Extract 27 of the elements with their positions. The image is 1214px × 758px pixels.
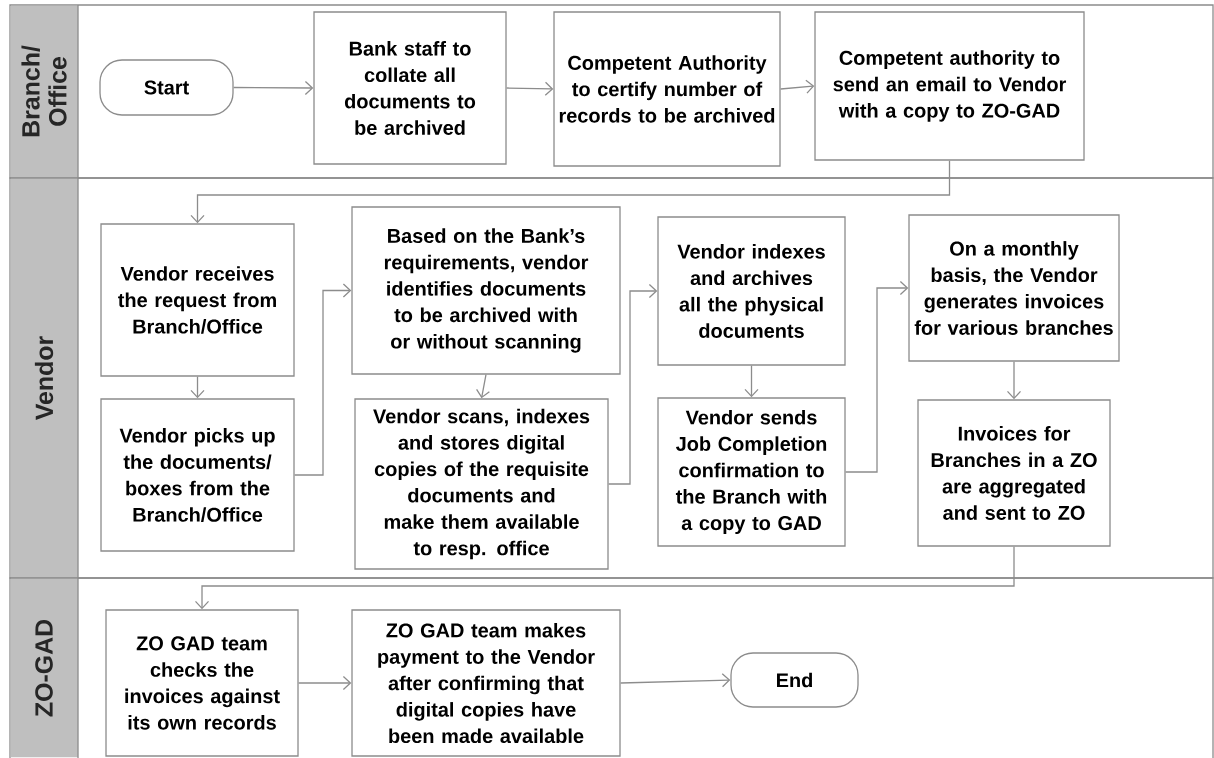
arrow (294, 283, 352, 476)
process-box: Vendor sends Job Completion confirmation to the Branch with a copy to GAD (657, 397, 846, 547)
arrow (298, 675, 352, 691)
process-box: Bank staff to collate all documents to be archived (313, 11, 507, 165)
process-box: ZO GAD team makes payment to the Vendor after confirming that digital copies have been made available (351, 609, 621, 757)
arrow (620, 673, 731, 688)
arrow (1006, 361, 1022, 400)
arrow (608, 283, 658, 485)
process-box: Based on the Bank’s requirements, vendor identifies documents to be archived with or without scanning (351, 206, 621, 375)
process-box: Invoices for Branches in a ZO are aggregated and sent to ZO (917, 399, 1111, 547)
arrow (475, 374, 491, 399)
arrow (194, 546, 1015, 610)
process-box: Competent Authority to certify number of records to be archived (553, 11, 781, 167)
process-box: Vendor receives the request from Branch/Office (100, 223, 295, 377)
process-box: Competent authority to send an email to Vendor with a copy to ZO-GAD (814, 11, 1085, 161)
arrow (780, 79, 815, 94)
arrow (190, 376, 205, 399)
process-box: Vendor picks up the documents/ boxes from the Branch/Office (100, 398, 295, 552)
process-box: Vendor indexes and archives all the physical documents (657, 216, 846, 366)
arrow (233, 80, 314, 96)
arrow (845, 280, 909, 473)
arrow (744, 365, 759, 398)
arrow (506, 81, 554, 96)
process-box: ZO GAD team checks the invoices against its own records (105, 609, 299, 757)
process-box: Vendor scans, indexes and stores digital copies of the requisite documents and make them available to resp. office (354, 398, 609, 570)
arrow (190, 160, 951, 224)
process-box: On a monthly basis, the Vendor generates invoices for various branches (908, 214, 1120, 362)
